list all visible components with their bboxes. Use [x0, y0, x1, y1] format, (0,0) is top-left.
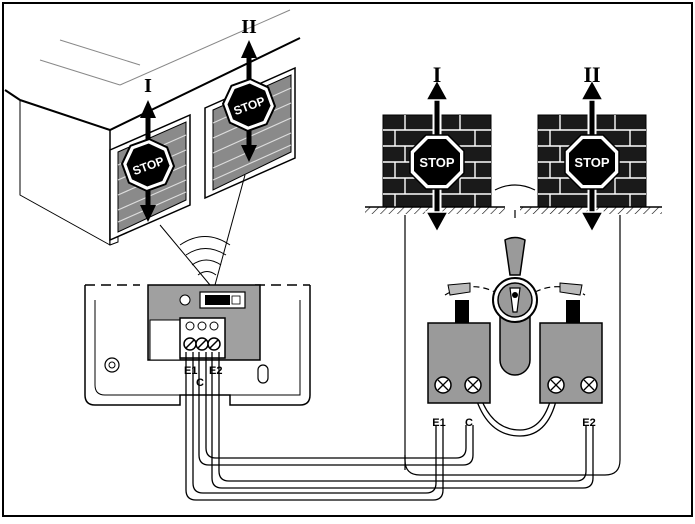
receiver-screw-c[interactable]: [195, 337, 209, 351]
door-2-label: II: [241, 16, 257, 38]
key-screw-c[interactable]: [464, 376, 482, 394]
door-1-stop-sign: STOP: [120, 137, 176, 193]
receiver-label-c: C: [196, 377, 204, 389]
panel-1-label: I: [433, 62, 442, 87]
door-2-stop-sign: STOP: [221, 77, 277, 133]
panel-1-stop-sign: STOP: [409, 134, 465, 190]
receiver-screw-e2[interactable]: [207, 337, 221, 351]
key-label-e2: E2: [582, 417, 595, 429]
key-screw-e1[interactable]: [434, 376, 452, 394]
key-screw-e2[interactable]: [580, 376, 598, 394]
receiver-terminal-block[interactable]: [179, 317, 226, 359]
receiver-housing: [84, 284, 311, 406]
key-switch-mechanism[interactable]: [444, 236, 586, 376]
key-label-e1: E1: [432, 417, 445, 429]
receiver-label-e1: E1: [184, 365, 197, 377]
key-switch-right-unit: [539, 300, 603, 404]
panel-2-stop-text: STOP: [574, 155, 609, 170]
receiver-label-e2: E2: [209, 365, 222, 377]
receiver-module: [147, 284, 261, 361]
panel-1-stop-text: STOP: [419, 155, 454, 170]
receiver-screw-e1[interactable]: [183, 337, 197, 351]
key-label-c: C: [465, 417, 473, 429]
key-switch-housing: [404, 184, 621, 476]
signal-cone: [159, 174, 246, 286]
panel-2-stop-sign: STOP: [564, 134, 620, 190]
panel-2-label: II: [583, 62, 600, 87]
key-screw-jumper[interactable]: [547, 376, 565, 394]
wires: [185, 352, 594, 501]
outer-border: [2, 2, 693, 517]
key-switch-left-unit: [427, 300, 491, 404]
door-1-label: I: [144, 75, 152, 97]
